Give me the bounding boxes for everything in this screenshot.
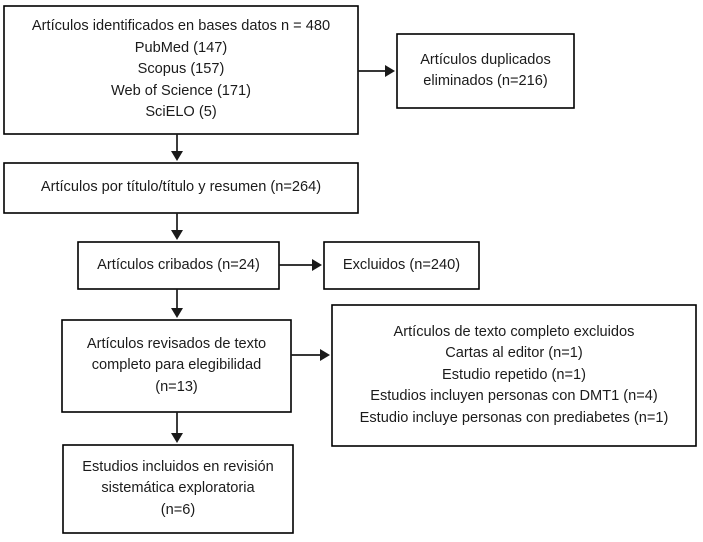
fulltext-eligibility-box-label: Artículos revisados de texto completo par…: [62, 320, 291, 412]
title-abstract-screened-box-line: Artículos por título/título y resumen (n…: [40, 179, 322, 196]
records-excluded-box-line: Excluidos (n=240): [342, 256, 461, 273]
arrow-head: [320, 349, 330, 361]
arrow-head: [171, 433, 183, 443]
records-excluded-box: [323, 241, 480, 290]
connector-fulltext-to-included: [171, 412, 183, 443]
identified-records-box: [3, 5, 359, 135]
identified-records-box-line: PubMed (147): [134, 39, 228, 56]
arrow-head: [171, 230, 183, 240]
fulltext-eligibility-box-line: (n=13): [155, 378, 198, 395]
studies-included-box-line: (n=6): [160, 501, 196, 518]
studies-included-box-line: Estudios incluidos en revisión: [82, 458, 274, 475]
arrow-head: [312, 259, 322, 271]
connector-screened-to-fulltext: [171, 289, 183, 318]
records-screened-box-label: Artículos cribados (n=24): [78, 242, 279, 289]
title-abstract-screened-box-label: Artículos por título/título y resumen (n…: [4, 163, 358, 213]
records-excluded-box-label: Excluidos (n=240): [324, 242, 479, 289]
arrow-head: [171, 308, 183, 318]
connector-identified-to-title-abstract: [171, 134, 183, 161]
arrow-head: [171, 151, 183, 161]
identified-records-box-label: Artículos identificados en bases datos n…: [4, 6, 358, 134]
title-abstract-screened-box: [3, 162, 359, 214]
studies-included-box-label: Estudios incluidos en revisión sistemátic…: [63, 445, 293, 533]
fulltext-eligibility-box-line: Artículos revisados de texto: [86, 335, 267, 352]
fulltext-excluded-reasons-box-line: Estudio incluye personas con prediabetes…: [359, 409, 669, 426]
identified-records-box-line: Artículos identificados en bases datos n…: [31, 18, 331, 35]
fulltext-excluded-reasons-box: [331, 304, 697, 447]
connector-fulltext-to-fulltext-excluded: [291, 349, 330, 361]
arrow-head: [385, 65, 395, 77]
duplicates-removed-box-label: Artículos duplicados eliminados (n=216): [397, 34, 574, 108]
fulltext-excluded-reasons-box-line: Estudios incluyen personas con DMT1 (n=4…: [370, 388, 658, 405]
connector-screened-to-excluded: [279, 259, 322, 271]
identified-records-box-line: SciELO (5): [145, 104, 217, 121]
fulltext-excluded-reasons-box-line: Cartas al editor (n=1): [445, 345, 583, 362]
connector-title-abstract-to-screened: [171, 213, 183, 240]
fulltext-excluded-reasons-box-line: Artículos de texto completo excluidos: [393, 323, 635, 340]
boxes-layer: [3, 5, 697, 534]
duplicates-removed-box: [396, 33, 575, 109]
connector-identified-to-duplicates: [358, 65, 395, 77]
fulltext-eligibility-box: [61, 319, 292, 413]
fulltext-excluded-reasons-box-line: Estudio repetido (n=1): [442, 366, 586, 383]
records-screened-box-line: Artículos cribados (n=24): [97, 256, 260, 273]
duplicates-removed-box-line: Artículos duplicados: [420, 51, 551, 68]
identified-records-box-line: Scopus (157): [137, 61, 225, 78]
duplicates-removed-box-line: eliminados (n=216): [423, 73, 548, 89]
studies-included-box-line: sistemática exploratoria: [101, 480, 255, 497]
identified-records-box-line: Web of Science (171): [110, 82, 252, 99]
fulltext-eligibility-box-line: completo para elegibilidad: [91, 357, 262, 374]
studies-included-box: [62, 444, 294, 534]
connectors-layer: [171, 65, 395, 443]
